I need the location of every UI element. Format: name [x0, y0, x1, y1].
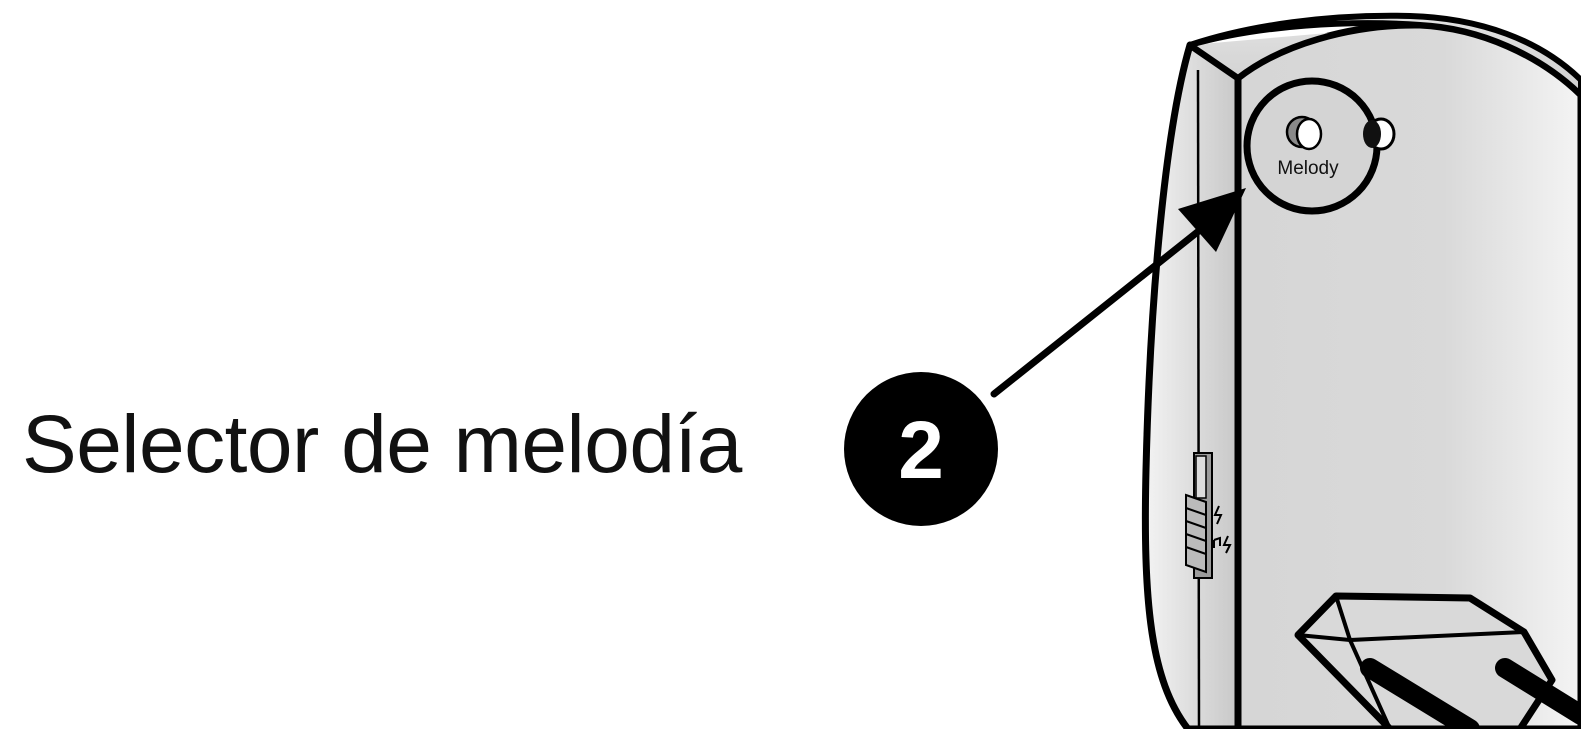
led-indicator-icon	[1363, 117, 1396, 151]
step-number-badge	[844, 372, 998, 526]
device-side-panel	[1141, 41, 1242, 729]
melody-button-icon	[1285, 115, 1323, 151]
arrow-pointer-icon	[990, 188, 1246, 398]
device-side-edge	[1196, 69, 1201, 729]
power-plug-icon	[1294, 592, 1581, 729]
step-number-label: 2	[898, 405, 944, 496]
melody-button-label: Melody	[1277, 158, 1339, 179]
device-top-cap	[1187, 12, 1581, 98]
caption-label: Selector de melodía	[22, 399, 742, 490]
slide-switch-icon	[1185, 452, 1232, 579]
